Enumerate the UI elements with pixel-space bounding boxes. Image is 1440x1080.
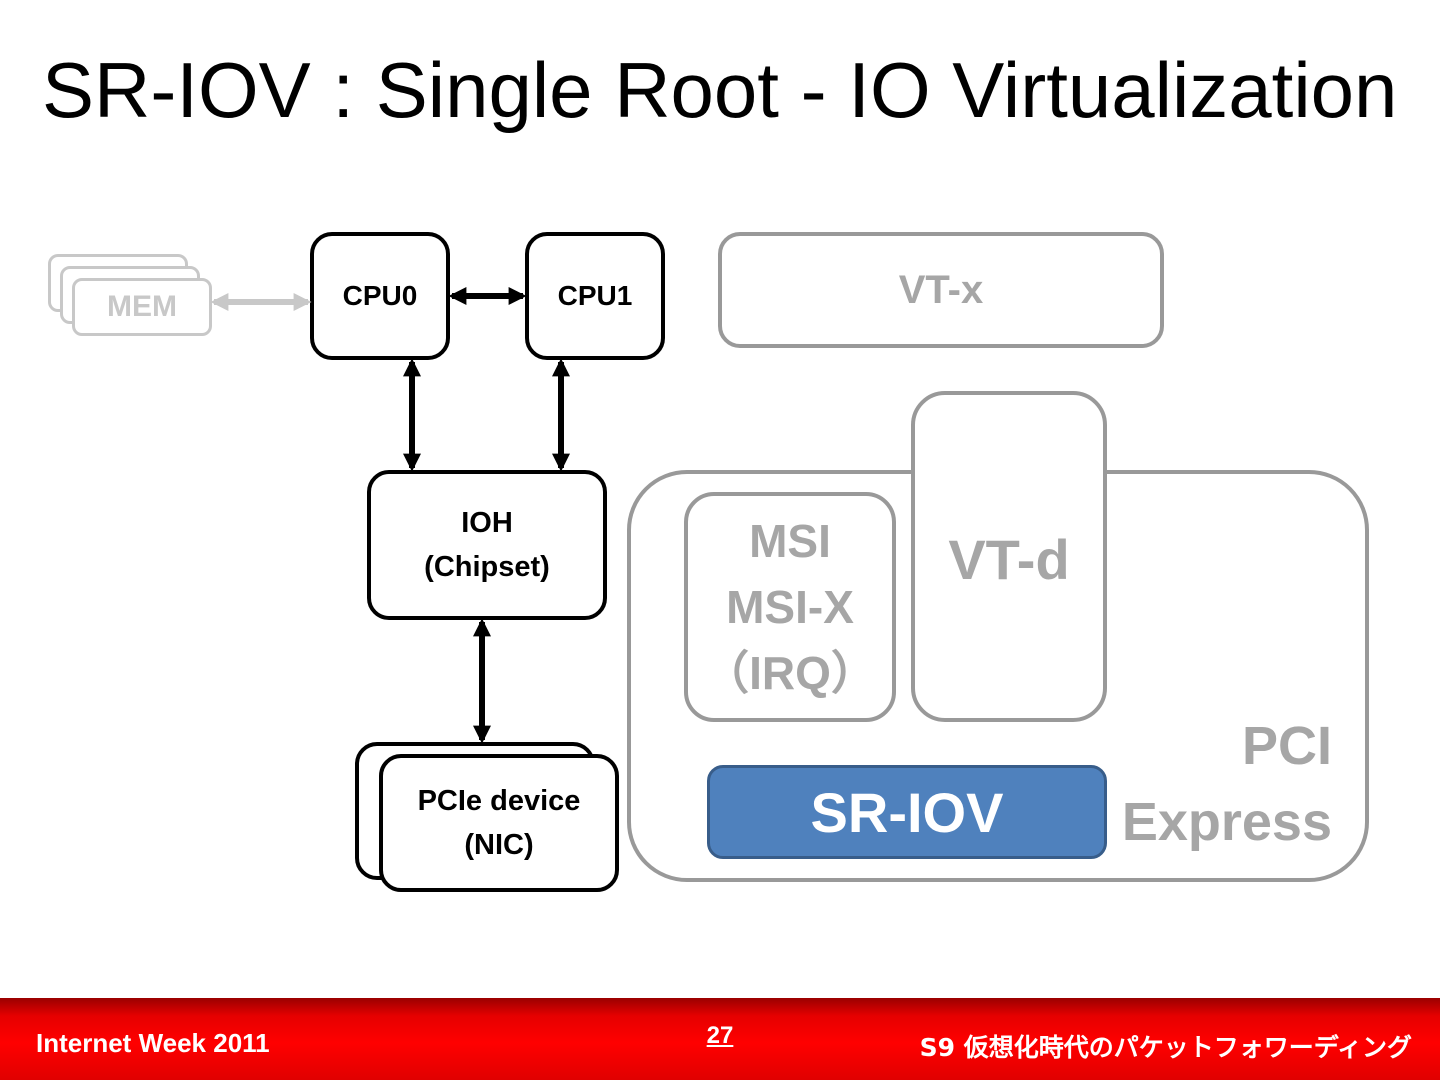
vtd-label: VT-d [948, 528, 1070, 591]
cpu1-label: CPU1 [557, 280, 633, 311]
mem-box: MEM [72, 278, 212, 336]
footer-page-number: 27 [706, 1022, 734, 1049]
footer-event: Internet Week 2011 [36, 1028, 270, 1058]
msi-label: MSI MSI-X （IRQ） [703, 515, 877, 699]
mem-label: MEM [107, 290, 177, 323]
pcie-device-label: PCIe device (NIC) [417, 785, 581, 861]
sriov-box: SR-IOV [707, 765, 1107, 859]
ioh-box: IOH (Chipset) [367, 470, 607, 620]
cpu0-box: CPU0 [310, 232, 450, 360]
pcie-device-box: PCIe device (NIC) [379, 754, 619, 892]
vtx-label: VT-x [898, 267, 984, 312]
vtd-box: VT-d [911, 391, 1107, 722]
sriov-label: SR-IOV [810, 780, 1004, 844]
pci-express-label: PCI Express [1121, 716, 1332, 852]
msi-box: MSI MSI-X （IRQ） [684, 492, 896, 722]
cpu1-box: CPU1 [525, 232, 665, 360]
footer-bar [0, 998, 1440, 1080]
ioh-label: IOH (Chipset) [424, 507, 550, 583]
slide-title: SR-IOV : Single Root - IO Virtualization [42, 46, 1398, 134]
vtx-box: VT-x [718, 232, 1164, 348]
footer-session-title: S9 仮想化時代のパケットフォワーディング [919, 1033, 1412, 1062]
cpu0-label: CPU0 [342, 280, 418, 311]
